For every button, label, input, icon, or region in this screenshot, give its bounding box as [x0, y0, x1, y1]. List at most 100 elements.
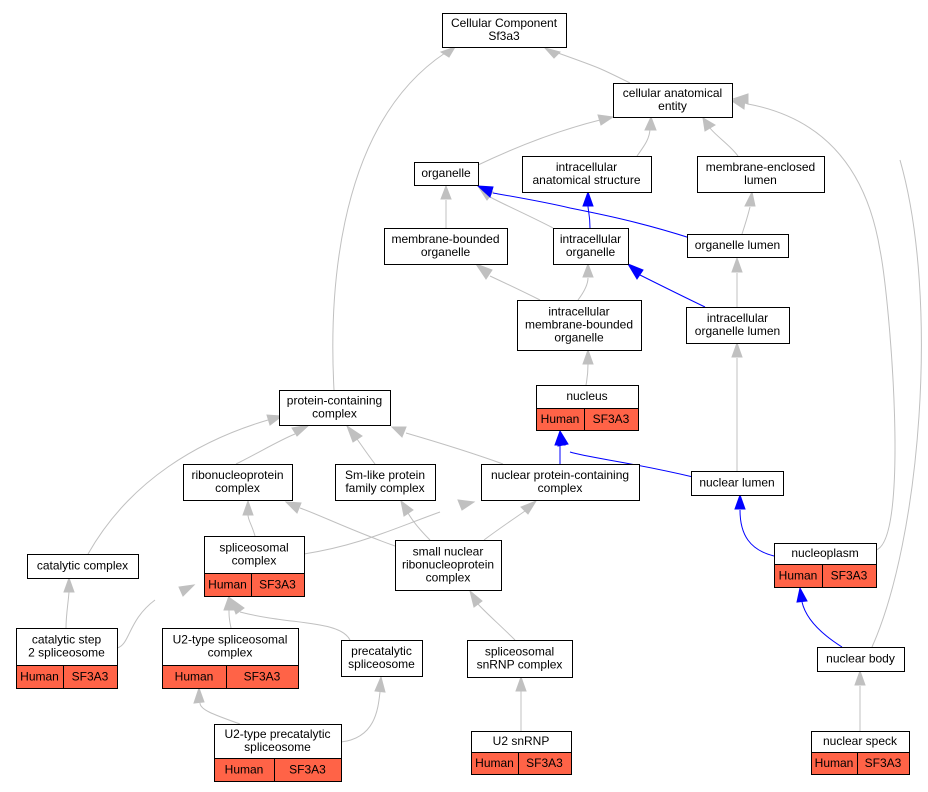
term-node-nl[interactable]: nuclear lumen	[691, 471, 784, 496]
term-label-line: 2 spliceosome	[28, 646, 105, 660]
edge-u2pcs-to-u2sc	[193, 686, 241, 725]
edge-np-to-nl	[734, 493, 775, 557]
term-box	[522, 156, 652, 193]
species-label: Human	[541, 412, 580, 426]
edge-nl-to-nucleus	[557, 429, 694, 478]
term-box	[279, 390, 391, 426]
edge-line	[299, 507, 396, 547]
term-label-line: precatalytic	[351, 644, 412, 658]
term-label-line: organelle	[554, 331, 604, 345]
term-label-line: complex	[232, 554, 277, 568]
edge-pcc-to-root	[332, 46, 457, 391]
term-box	[335, 464, 436, 501]
edge-arrowhead	[731, 341, 743, 358]
term-label-line: catalytic complex	[37, 559, 128, 573]
term-label-line: spliceosome	[348, 657, 415, 671]
term-node-cat[interactable]: catalytic complex	[27, 554, 139, 579]
term-label-line: ribonucleoprotein	[402, 558, 494, 572]
gene-cell	[518, 752, 572, 775]
gene-cell	[857, 752, 910, 775]
edge-arrowhead	[520, 499, 538, 515]
edge-arrowhead	[266, 414, 284, 426]
edge-arrowhead	[474, 262, 493, 280]
term-label-line: organelle lumen	[695, 238, 780, 252]
gene-label: SF3A3	[259, 578, 296, 592]
term-label-line: complex	[215, 481, 260, 495]
edge-line	[477, 119, 601, 166]
term-label-line: ribonucleoprotein	[191, 468, 283, 482]
gene-label: SF3A3	[289, 763, 326, 777]
term-label-line: complex	[426, 571, 471, 585]
edge-arrowhead	[469, 589, 483, 608]
edge-line	[489, 275, 541, 301]
edge-arrowhead	[597, 114, 615, 126]
edge-arrowhead	[374, 675, 386, 693]
edge-line	[636, 127, 651, 157]
term-label-line: nuclear lumen	[699, 476, 774, 490]
edge-mel-to-cae	[702, 117, 739, 157]
term-node-nb[interactable]: nuclear body	[817, 647, 905, 672]
term-label-line: membrane-bounded	[525, 318, 633, 332]
gene-label: SF3A3	[593, 412, 630, 426]
term-label-line: nuclear speck	[823, 734, 898, 748]
edge-io-to-ias	[582, 190, 594, 229]
edge-line	[801, 601, 843, 648]
edge-imbo-to-io	[577, 262, 594, 301]
edge-line	[569, 451, 694, 478]
term-label-line: protein-containing	[287, 394, 382, 408]
gene-cell	[584, 408, 639, 431]
term-node-ol[interactable]: organelle lumen	[687, 234, 789, 258]
term-node-organelle[interactable]: organelle	[414, 162, 479, 186]
term-label-line: complex	[208, 646, 253, 660]
term-label-line: Cellular Component	[451, 16, 558, 30]
gene-label: SF3A3	[244, 670, 281, 684]
term-box	[183, 464, 293, 501]
term-box	[467, 640, 573, 678]
term-label-line: cellular anatomical	[623, 86, 722, 100]
term-label-line: membrane-bounded	[391, 232, 499, 246]
edge-line	[747, 103, 896, 551]
edge-arrowhead	[242, 499, 254, 516]
edge-nl-to-iol	[731, 341, 743, 471]
edge-arrowhead	[626, 262, 644, 280]
edge-arrowhead	[440, 184, 452, 200]
edge-arrowhead	[582, 190, 594, 207]
edge-arrowhead	[178, 584, 196, 597]
edge-arrowhead	[854, 669, 866, 686]
term-label-line: Sm-like protein	[345, 468, 425, 482]
edge-imbo-to-mbo	[474, 262, 541, 301]
edge-pcs-to-spc	[228, 596, 351, 641]
edge-mbo-to-organelle	[440, 184, 452, 229]
edge-arrowhead	[557, 429, 569, 447]
term-label-line: complex	[312, 407, 357, 421]
edge-line	[407, 512, 431, 541]
term-label-line: organelle lumen	[695, 324, 780, 338]
edge-arrowhead	[543, 47, 561, 59]
term-box	[697, 156, 825, 193]
edge-rnp-to-pcc	[235, 424, 311, 465]
